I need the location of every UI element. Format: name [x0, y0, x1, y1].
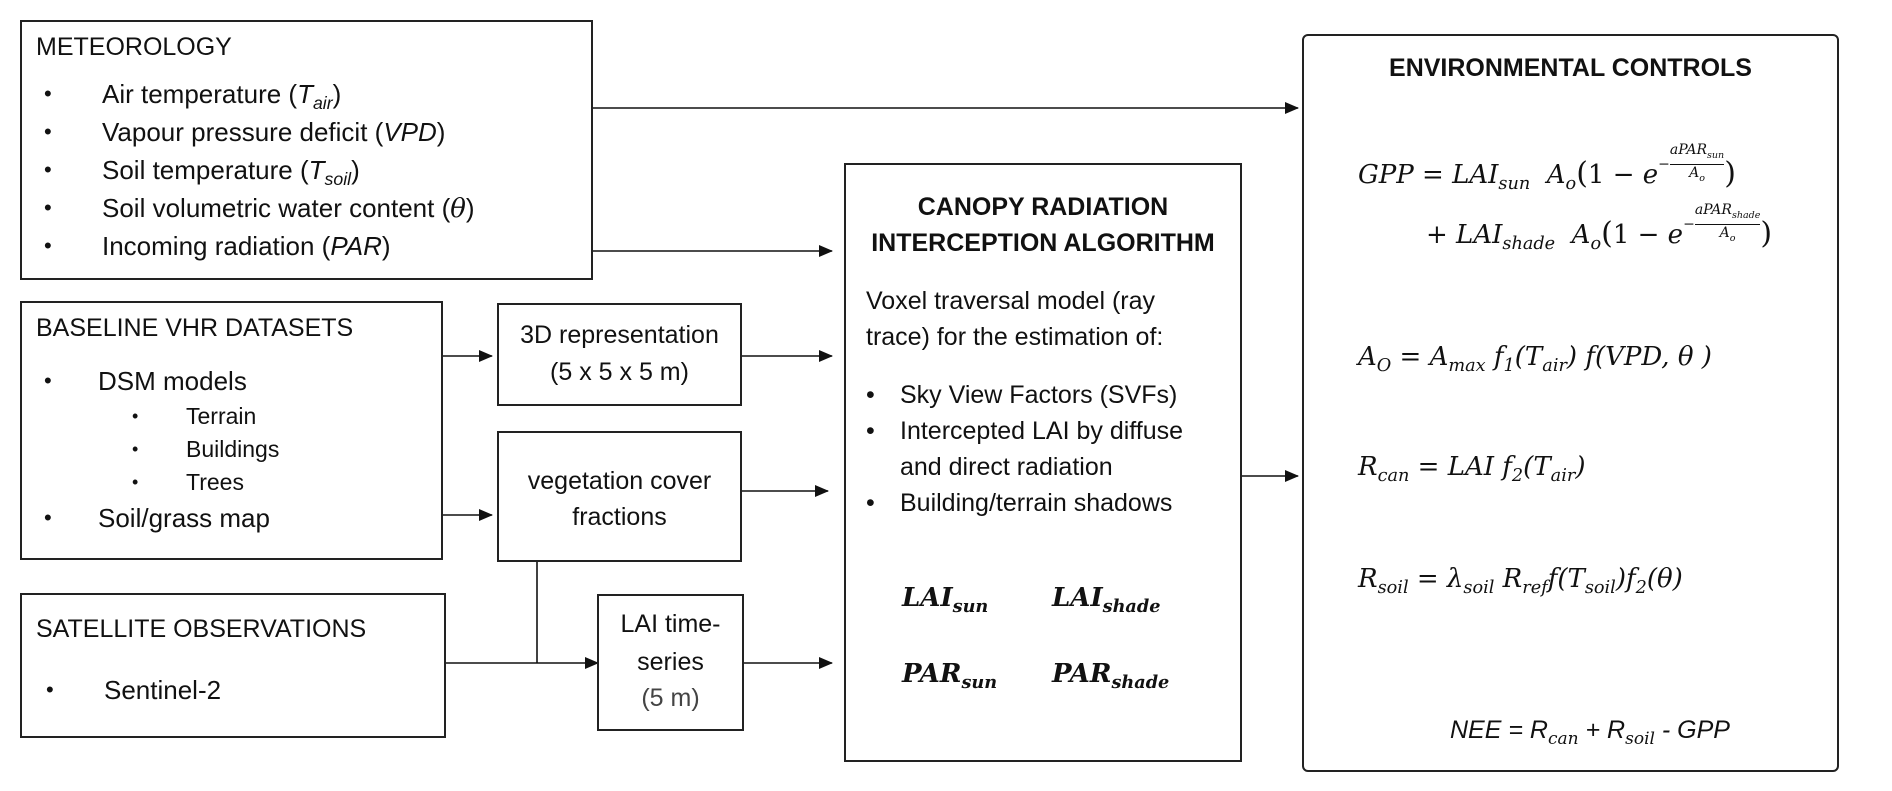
- list-item: •Trees: [132, 469, 244, 495]
- list-item: and direct radiation: [900, 453, 1113, 481]
- satellite-title: SATELLITE OBSERVATIONS: [36, 615, 367, 643]
- nee-equation: NEE = Rcan + Rsoil - GPP: [1450, 716, 1730, 749]
- vegetation-line1: vegetation cover: [527, 467, 712, 495]
- meteorology-box: METEOROLOGY •Air temperature (Tair) •Vap…: [20, 20, 593, 280]
- list-item: •Buildings: [132, 436, 280, 462]
- list-item: •Intercepted LAI by diffuse: [866, 417, 1184, 445]
- list-item: •Building/terrain shadows: [866, 489, 1173, 517]
- rcan-equation: Rcan = LAI f2(Tair): [1358, 452, 1586, 487]
- ao-equation: AO = Amax f1(Tair) f(VPD, θ ): [1358, 342, 1712, 377]
- canopy-box: CANOPY RADIATION INTERCEPTION ALGORITHM …: [844, 163, 1242, 762]
- canopy-title-line2: INTERCEPTION ALGORITHM: [871, 229, 1215, 257]
- lai-sun-output: LAIsun: [902, 583, 989, 618]
- dsm-sublist: •Terrain •Buildings •Trees: [132, 400, 392, 499]
- representation-line1: 3D representation: [520, 321, 719, 349]
- par-shade-output: PARshade: [1052, 659, 1170, 694]
- par-sun-output: PARsun: [902, 659, 998, 694]
- representation-line2: (5 x 5 x 5 m): [550, 358, 689, 386]
- lai-series-line2: series: [637, 648, 704, 676]
- lai-series-line3: (5 m): [641, 684, 700, 712]
- soil-item: •Soil/grass map: [44, 503, 270, 533]
- baseline-box: BASELINE VHR DATASETS •DSM models •Terra…: [20, 301, 443, 560]
- lai-shade-output: LAIshade: [1052, 583, 1161, 618]
- canopy-desc-line2: trace) for the estimation of:: [866, 323, 1164, 351]
- list-item: •Terrain: [132, 403, 257, 429]
- vegetation-line2: fractions: [572, 503, 667, 531]
- lai-series-line1: LAI time-: [620, 610, 721, 638]
- canopy-desc-line1: Voxel traversal model (ray: [866, 287, 1156, 315]
- sentinel-item: •Sentinel-2: [46, 675, 222, 705]
- meteorology-title: METEOROLOGY: [36, 33, 232, 61]
- canopy-bullets: •Sky View Factors (SVFs) •Intercepted LA…: [866, 377, 1236, 521]
- baseline-title: BASELINE VHR DATASETS: [36, 314, 354, 342]
- list-item: •Sky View Factors (SVFs): [866, 381, 1178, 409]
- satellite-box: SATELLITE OBSERVATIONS •Sentinel-2: [20, 593, 446, 738]
- env-controls-box: ENVIRONMENTAL CONTROLS GPP = LAIsun Ao(1…: [1302, 34, 1839, 772]
- dsm-item: •DSM models: [44, 366, 247, 396]
- vegetation-box: vegetation cover fractions: [497, 431, 742, 562]
- env-title: ENVIRONMENTAL CONTROLS: [1389, 54, 1752, 82]
- lai-series-box: LAI time- series (5 m): [597, 594, 744, 731]
- canopy-title-line1: CANOPY RADIATION: [917, 193, 1169, 221]
- representation-box: 3D representation (5 x 5 x 5 m): [497, 303, 742, 406]
- rsoil-equation: Rsoil = λsoil Rreff(Tsoil)f2(θ): [1358, 564, 1683, 599]
